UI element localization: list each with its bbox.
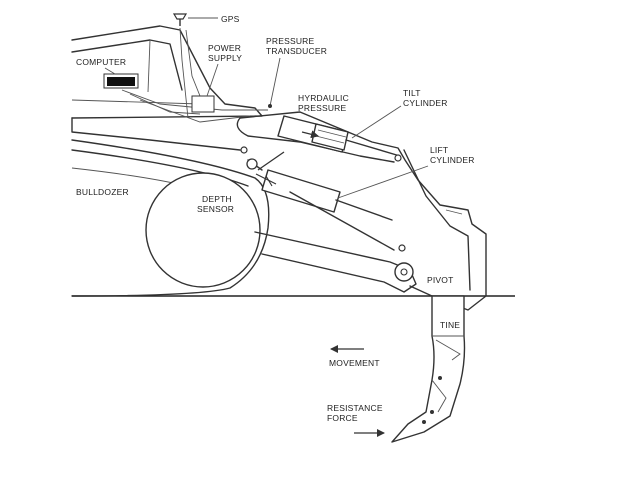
gps-antenna-icon: [172, 13, 188, 26]
power-supply-label-line1: POWER: [208, 43, 241, 53]
hydraulic-pressure-label-line1: HYRDAULIC: [298, 93, 349, 103]
pivot-label: PIVOT: [427, 275, 454, 285]
pressure-transducer-icon: [268, 104, 272, 108]
power-supply-label-line2: SUPPLY: [208, 53, 242, 63]
tilt-cylinder-label-line2: CYLINDER: [403, 98, 448, 108]
lift-cylinder-label-line2: CYLINDER: [430, 155, 475, 165]
pin: [240, 146, 248, 154]
blade-frame: [236, 111, 487, 311]
depth-sensor-label-line2: SENSOR: [197, 204, 234, 214]
tine: [391, 295, 466, 443]
pressure-transducer-label-line1: PRESSURE: [266, 36, 314, 46]
pressure-transducer-label-line2: TRANSDUCER: [266, 46, 327, 56]
lift-cylinder: [247, 159, 393, 221]
lift-cylinder-label-line1: LIFT: [430, 145, 448, 155]
movement-label: MOVEMENT: [329, 358, 380, 368]
pin: [394, 154, 402, 162]
hydraulic-pressure-label-line2: PRESSURE: [298, 103, 346, 113]
drive-wheel: [145, 172, 261, 288]
resistance-force-label-line1: RESISTANCE: [327, 403, 383, 413]
computer-label: COMPUTER: [76, 57, 126, 67]
resistance-force-label-line2: FORCE: [327, 413, 358, 423]
power-supply-box: [191, 95, 215, 113]
computer-screen: [107, 77, 135, 86]
gps-label: GPS: [221, 14, 240, 24]
ripper-beam: [254, 191, 417, 293]
tilt-cylinder: [277, 115, 401, 157]
bulldozer-label: BULLDOZER: [76, 187, 129, 197]
pin: [398, 244, 406, 252]
depth-sensor-icon: [246, 151, 285, 187]
tine-label: TINE: [440, 320, 460, 330]
hydraulic-lines: [121, 27, 268, 123]
depth-sensor-label-line1: DEPTH: [202, 194, 232, 204]
cab: [71, 25, 263, 151]
tilt-cylinder-label-line1: TILT: [403, 88, 421, 98]
